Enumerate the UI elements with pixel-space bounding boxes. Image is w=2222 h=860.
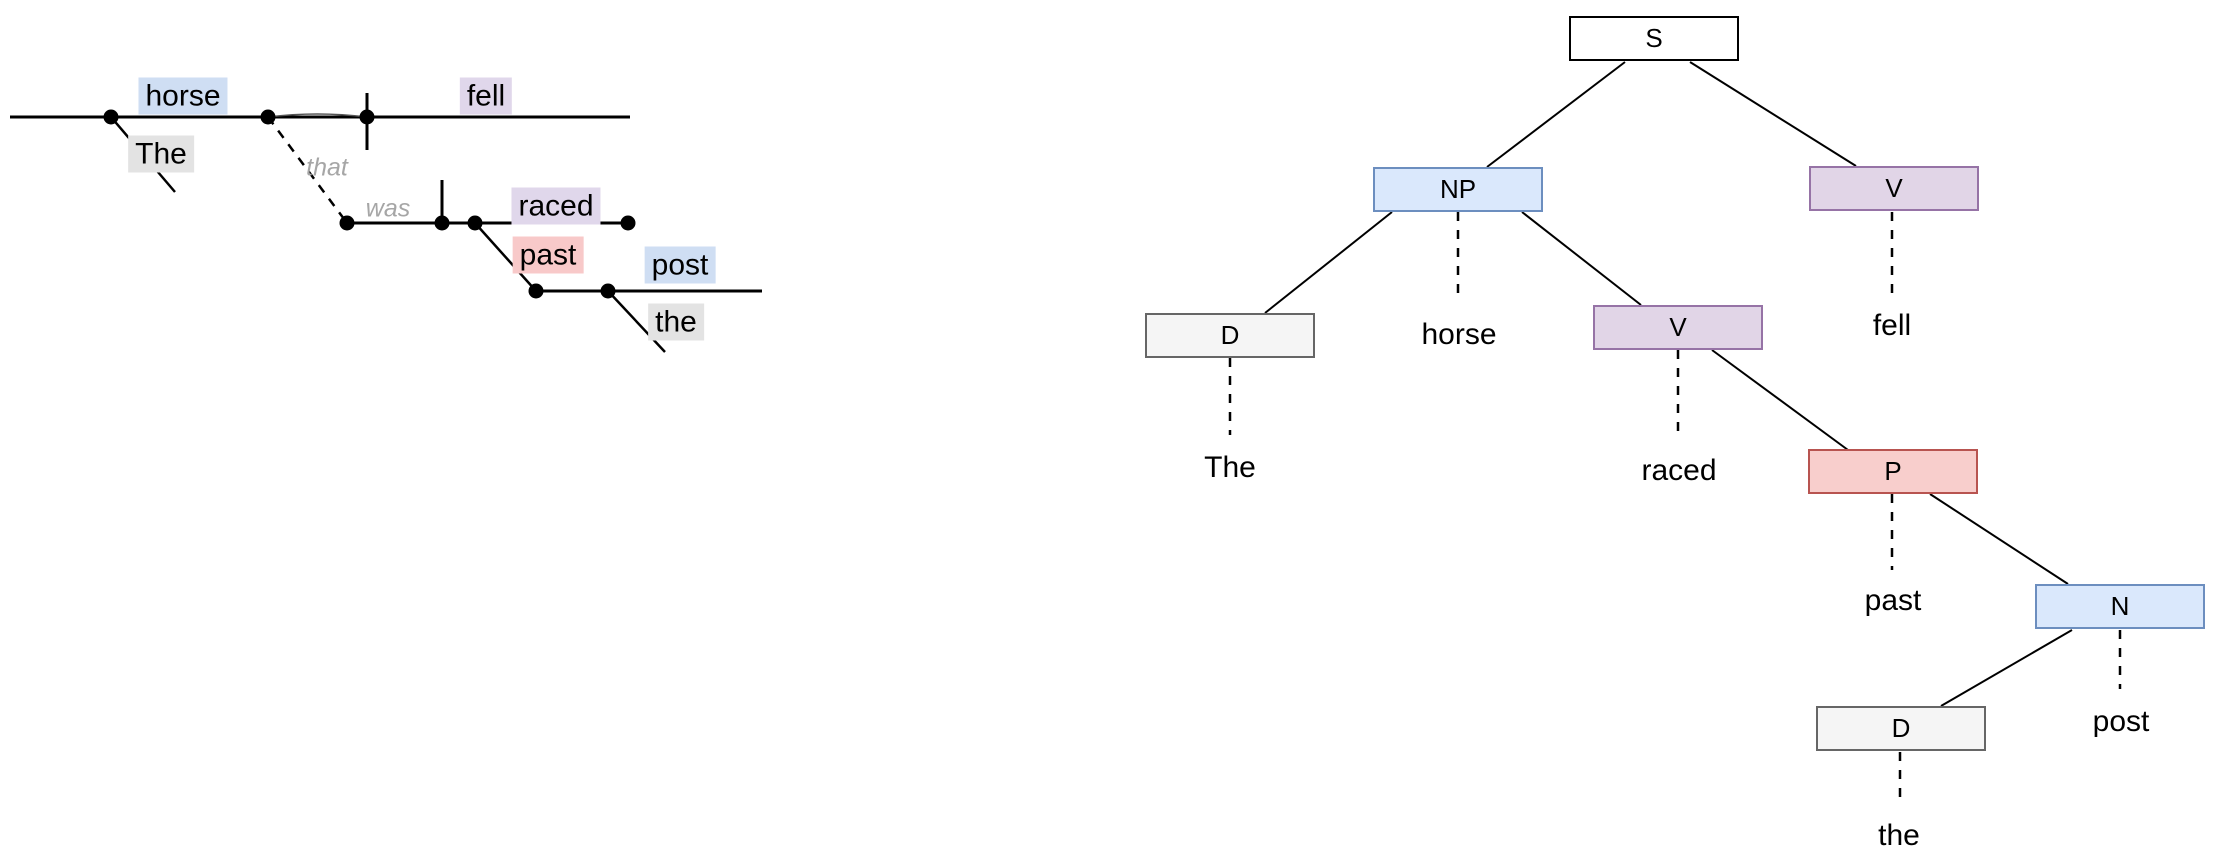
- relative-clause-dashed-link: [266, 116, 349, 224]
- tree-node-v-raced-label: V: [1669, 312, 1687, 342]
- tree-node-d-subject-label: D: [1220, 320, 1240, 350]
- tree-node-n: N: [2035, 584, 2205, 629]
- dot-subject-end: [260, 109, 276, 125]
- tree-leaf-past: past: [1864, 584, 1922, 617]
- tree-leaf-horse: horse: [1421, 318, 1497, 351]
- dot-subject-start: [103, 109, 119, 125]
- tree-node-p-label: P: [1884, 456, 1902, 486]
- tree-node-v-fell-label: V: [1885, 173, 1903, 203]
- diagram-word-the-object: the: [648, 303, 704, 341]
- tree-leaf-raced: raced: [1641, 454, 1717, 487]
- tree-node-np: NP: [1373, 167, 1543, 212]
- edge-np-d: [1264, 211, 1393, 314]
- edge-np-v: [1521, 211, 1642, 306]
- tree-leaf-fell: fell: [1872, 309, 1912, 342]
- edge-s-v: [1689, 61, 1857, 167]
- tree-node-d-object-label: D: [1891, 713, 1911, 743]
- tree-leaf-the-object: the: [1878, 819, 1920, 852]
- tree-leaf-the-subject: The: [1204, 451, 1256, 484]
- diagram-word-post: post: [644, 246, 716, 284]
- dot-object-start: [528, 283, 544, 299]
- dot-raced-start: [467, 215, 483, 231]
- connector-dots: [103, 109, 636, 299]
- diagram-word-was-elided: was: [365, 194, 411, 223]
- dot-clause-divider: [434, 215, 450, 231]
- edge-p-n: [1929, 493, 2069, 585]
- edge-v-p: [1711, 349, 1849, 451]
- tree-node-p: P: [1808, 449, 1978, 494]
- tree-node-np-label: NP: [1439, 174, 1477, 204]
- diagram-word-the-subject: The: [128, 135, 194, 173]
- dot-main-divider: [359, 109, 375, 125]
- tree-leaf-post: post: [2092, 705, 2150, 738]
- terminal-dashed-links: [1228, 212, 2122, 804]
- tree-node-v-raced: V: [1593, 305, 1763, 350]
- tree-node-d-subject: D: [1145, 313, 1315, 358]
- dot-raced-end: [620, 215, 636, 231]
- tree-node-s: S: [1569, 16, 1739, 61]
- edge-s-np: [1486, 61, 1626, 168]
- tree-node-d-object: D: [1816, 706, 1986, 751]
- object-determiner-slant: [607, 290, 666, 353]
- baseline-overstroke: [267, 113, 368, 118]
- tree-node-v-fell: V: [1809, 166, 1979, 211]
- diagram-word-raced: raced: [511, 187, 601, 225]
- diagram-word-that-elided: that: [306, 153, 348, 182]
- preposition-slant: [474, 222, 537, 292]
- tree-node-n-label: N: [2110, 591, 2130, 621]
- dot-clause-start: [339, 215, 355, 231]
- syntax-tree-edges: [1228, 61, 2122, 804]
- diagram-word-past: past: [512, 236, 584, 274]
- dot-object-determiner: [600, 283, 616, 299]
- tree-node-s-label: S: [1645, 23, 1663, 53]
- diagram-word-horse: horse: [138, 77, 228, 115]
- edge-n-d: [1940, 629, 2073, 707]
- diagram-word-fell: fell: [459, 77, 513, 115]
